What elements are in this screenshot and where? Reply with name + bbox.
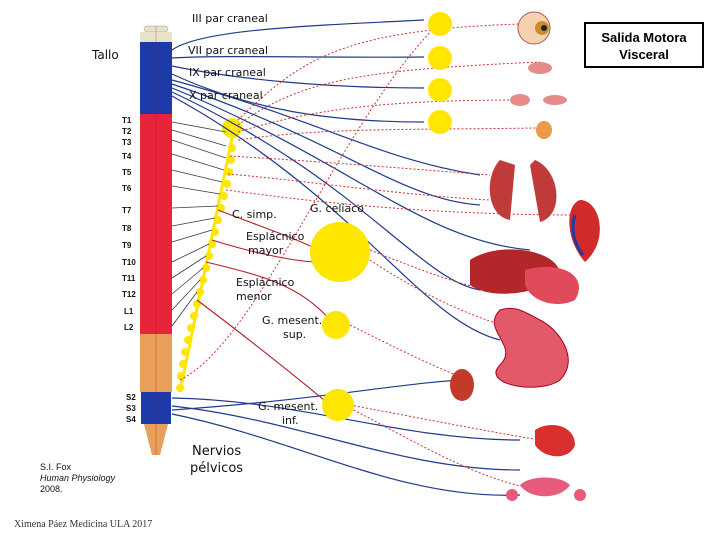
segment-label: S3 xyxy=(126,404,136,413)
title-line-1: Salida Motora xyxy=(601,30,687,45)
label-g-mesent-inf-1: G. mesent. xyxy=(258,400,319,413)
cranial-parasympathetic xyxy=(171,19,531,341)
spinal-cord xyxy=(140,25,172,455)
segment-label: T8 xyxy=(122,224,132,233)
liver-stomach-icon xyxy=(470,249,579,305)
bladder-icon xyxy=(535,425,575,457)
sympathetic-chain xyxy=(176,118,242,393)
reproductive-organs-icon xyxy=(506,477,586,501)
celiac-ganglion xyxy=(310,222,370,282)
citation-year: 2008. xyxy=(40,484,63,494)
kidney-icon xyxy=(450,369,474,401)
heart-icon xyxy=(569,200,600,262)
label-esplacnico-mayor-2: mayor xyxy=(248,244,284,257)
segment-label: L1 xyxy=(124,307,134,316)
segment-label: T6 xyxy=(122,184,132,193)
segment-label: T1 xyxy=(122,116,132,125)
segment-label: T4 xyxy=(122,152,132,161)
postganglionic-sympathetic xyxy=(179,21,581,491)
citation: S.I. Fox Human Physiology 2008. xyxy=(40,462,115,495)
label-g-mesent-sup-1: G. mesent. xyxy=(262,314,323,327)
segment-label: T2 xyxy=(122,127,132,136)
label-g-celiaco: G. celíaco xyxy=(310,202,364,215)
lacrimal-gland-icon xyxy=(536,121,552,139)
label-nervios-pelvicos-2: pélvicos xyxy=(190,461,244,476)
label-cranial-ix: IX par craneal xyxy=(189,66,266,79)
label-cranial-vii: VII par craneal xyxy=(188,44,269,57)
segment-label: S2 xyxy=(126,393,136,402)
label-tallo: Tallo xyxy=(92,48,119,62)
segment-label: T3 xyxy=(122,138,132,147)
target-organs xyxy=(450,11,600,501)
label-esplacnico-menor-1: Esplácnico xyxy=(236,276,295,289)
segment-label: S4 xyxy=(126,415,136,424)
eye-icon xyxy=(517,11,551,45)
salivary-gland-icon xyxy=(510,94,567,106)
inferior-mesenteric-ganglion xyxy=(322,389,354,421)
superior-mesenteric-ganglion xyxy=(322,311,350,339)
white-rami xyxy=(171,121,227,327)
lungs-icon xyxy=(489,160,557,222)
title-line-2: Visceral xyxy=(619,47,669,62)
citation-book: Human Physiology xyxy=(40,473,116,483)
label-g-mesent-sup-2: sup. xyxy=(283,328,307,341)
label-g-mesent-inf-2: inf. xyxy=(282,414,299,427)
segment-label: T10 xyxy=(122,258,136,267)
footer-credit: Ximena Páez Medicina ULA 2017 xyxy=(14,519,153,530)
slide-title-box: Salida Motora Visceral xyxy=(584,22,704,68)
segment-label: T12 xyxy=(122,290,136,299)
label-cranial-iii: III par craneal xyxy=(192,12,268,25)
label-esplacnico-mayor-1: Esplácnico xyxy=(246,230,305,243)
prevertebral-ganglia xyxy=(310,222,370,421)
segment-label: T9 xyxy=(122,241,132,250)
citation-author: S.I. Fox xyxy=(40,462,72,472)
intestines-icon xyxy=(493,307,569,388)
segment-label: T11 xyxy=(122,274,136,283)
salivary-gland-icon xyxy=(528,62,552,74)
segment-label: L2 xyxy=(124,323,134,332)
sacral-parasympathetic xyxy=(171,379,521,496)
label-c-simp: C. simp. xyxy=(232,208,277,221)
label-esplacnico-menor-2: menor xyxy=(236,290,272,303)
parasympathetic-ganglia xyxy=(428,12,452,134)
segment-label: T5 xyxy=(122,168,132,177)
segment-label: T7 xyxy=(122,206,132,215)
label-nervios-pelvicos-1: Nervios xyxy=(192,444,242,459)
label-cranial-x: X par craneal xyxy=(189,89,263,102)
